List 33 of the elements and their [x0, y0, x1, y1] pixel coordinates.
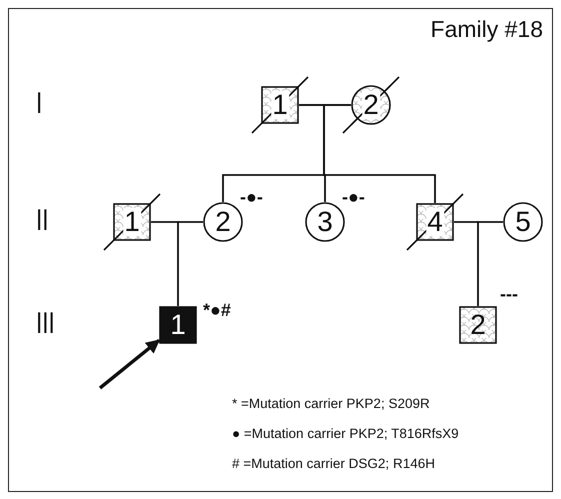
- genotype-marks: *●#: [203, 300, 231, 320]
- female-symbol: [503, 202, 543, 242]
- individual-number: 1: [123, 208, 141, 236]
- individual-number: 2: [469, 311, 487, 339]
- pedigree-line: [177, 221, 203, 306]
- individual-number: 2: [362, 91, 380, 119]
- generation-label: II: [36, 205, 48, 237]
- legend-entry: ● =Mutation carrier PKP2; T816RfsX9: [232, 426, 459, 442]
- female-symbol: [305, 202, 345, 242]
- legend-entry: * =Mutation carrier PKP2; S209R: [232, 396, 430, 412]
- genotype-marks: ---: [500, 284, 518, 304]
- diagram-title: Family #18: [430, 16, 543, 43]
- pedigree-line: [477, 221, 503, 306]
- male-symbol: [113, 203, 151, 241]
- male-symbol: [416, 203, 454, 241]
- generation-label: III: [36, 308, 55, 340]
- legend-entry: # =Mutation carrier DSG2; R146H: [232, 456, 435, 472]
- pedigree-line: [323, 104, 436, 203]
- individual-number: 1: [169, 311, 187, 339]
- male-symbol: [459, 306, 497, 344]
- individual-number: 4: [426, 208, 444, 236]
- male-symbol: [261, 86, 299, 124]
- generation-label: I: [36, 88, 42, 120]
- genotype-marks: -●-: [342, 187, 365, 207]
- male-symbol: [159, 306, 197, 344]
- individual-number: 2: [214, 208, 232, 236]
- genotype-marks: -●-: [240, 187, 263, 207]
- individual-number: 3: [316, 208, 334, 236]
- individual-number: 1: [271, 91, 289, 119]
- pointer-arrow: [98, 338, 160, 390]
- individual-number: 5: [514, 208, 532, 236]
- female-symbol: [203, 202, 243, 242]
- female-symbol: [351, 85, 391, 125]
